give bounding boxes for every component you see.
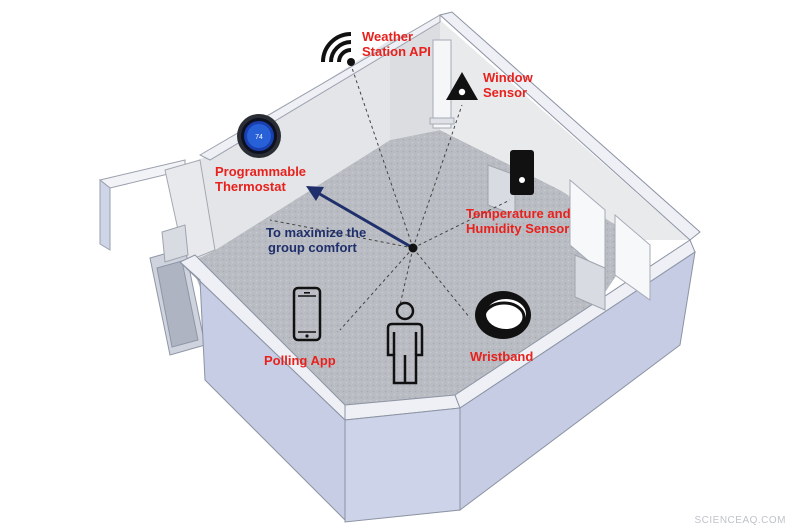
right-wall-inner	[440, 20, 690, 240]
person-icon	[386, 301, 424, 385]
front-wall-left-face	[179, 261, 346, 522]
hub-node	[408, 243, 418, 253]
window-sensor-label: Window Sensor	[483, 70, 533, 100]
goal-label: To maximize the group comfort	[266, 225, 367, 255]
triangle-icon	[446, 72, 478, 100]
thermostat-display-text: 74	[255, 134, 263, 141]
phone-icon	[292, 286, 322, 342]
front-wall-right-face	[459, 250, 696, 511]
floor	[190, 130, 640, 405]
radiator-1	[487, 164, 516, 216]
weather-station-label: Weather Station API	[362, 29, 431, 59]
radiator-2	[574, 254, 606, 311]
radiator-left	[161, 224, 189, 263]
comfort-arrow	[317, 191, 414, 250]
polling-app-label: Polling App	[264, 353, 336, 368]
wifi-dot	[347, 58, 355, 66]
temp-humidity-label: Temperature and Humidity Sensor	[466, 206, 571, 236]
comfort-arrow-head	[306, 186, 324, 201]
watermark: SCIENCEAQ.COM	[694, 515, 786, 526]
back-wall-left	[185, 40, 390, 262]
wristband-label: Wristband	[470, 349, 534, 364]
connection-rays	[269, 61, 511, 331]
wristband-icon	[475, 291, 531, 339]
window-back	[432, 39, 452, 129]
door	[156, 260, 199, 348]
back-wall-right	[390, 20, 440, 140]
front-wall-mid-face	[344, 407, 461, 523]
sensor-icon	[510, 150, 534, 195]
window-back-sill	[429, 117, 455, 125]
right-wall-top	[438, 11, 701, 241]
wifi-icon	[321, 32, 352, 63]
window-right-2	[614, 213, 651, 301]
left-wall-face	[99, 178, 111, 251]
thermostat-icon: 74	[237, 114, 281, 158]
thermostat-label: Programmable Thermostat	[215, 164, 307, 194]
